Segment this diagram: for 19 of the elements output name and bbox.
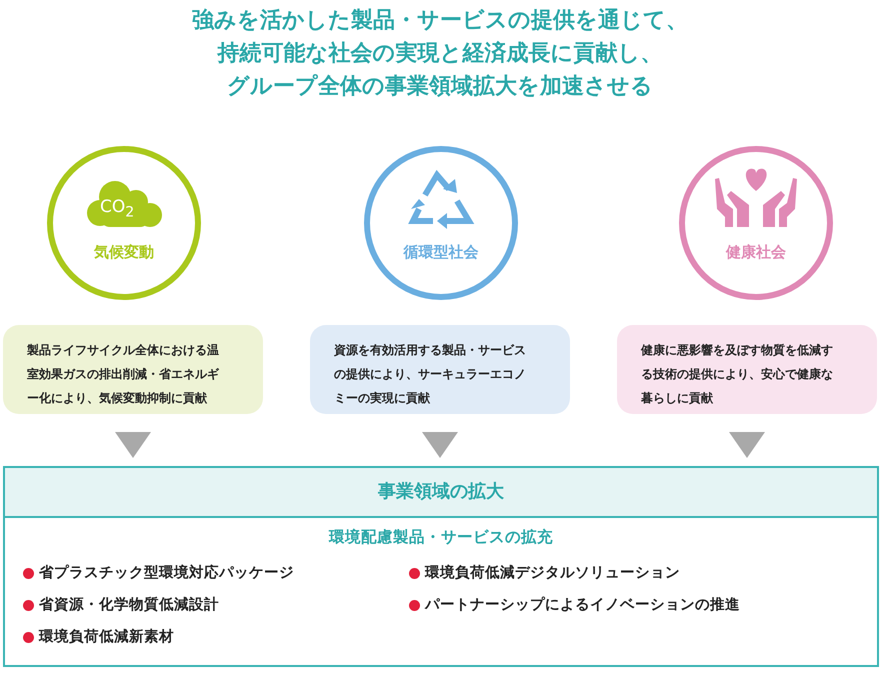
description-box: 製品ライフサイクル全体における温室効果ガスの排出削減・省エネルギー化により、気候変動抑制に貢献: [3, 325, 263, 414]
bullet-item: 環境負荷低減新素材: [23, 626, 174, 648]
circle-label: 循環型社会: [402, 243, 480, 262]
theme-circle: [678, 145, 834, 301]
subheading: 環境配慮製品・サービスの拡充: [328, 527, 554, 548]
theme-circle: [46, 145, 202, 301]
circle-label: 気候変動: [92, 243, 155, 262]
theme-circle: [363, 145, 519, 301]
co2-label: CO$_{2}$: [100, 197, 134, 222]
panel-header: 事業領域の拡大: [5, 468, 877, 518]
bullet-item: 省資源・化学物質低減設計: [23, 594, 219, 616]
description-box: 健康に悪影響を及ぼす物質を低減する技術の提供により、安心で健康な暮らしに貢献: [617, 325, 877, 414]
circle-label: 健康社会: [724, 243, 787, 262]
bullet-item: 省プラスチック型環境対応パッケージ: [23, 562, 294, 584]
expansion-panel: [3, 466, 879, 667]
bullet-item: パートナーシップによるイノベーションの推進: [409, 594, 740, 616]
bullet-item: 環境負荷低減デジタルソリューション: [409, 562, 680, 584]
title: 強みを活かした製品・サービスの提供を通じて、持続可能な社会の実現と経済成長に貢献し、グループ全体の事業領域拡大を加速させる: [191, 7, 689, 101]
description-box: 資源を有効活用する製品・サービスの提供により、サーキュラーエコノミーの実現に貢献: [310, 325, 570, 414]
